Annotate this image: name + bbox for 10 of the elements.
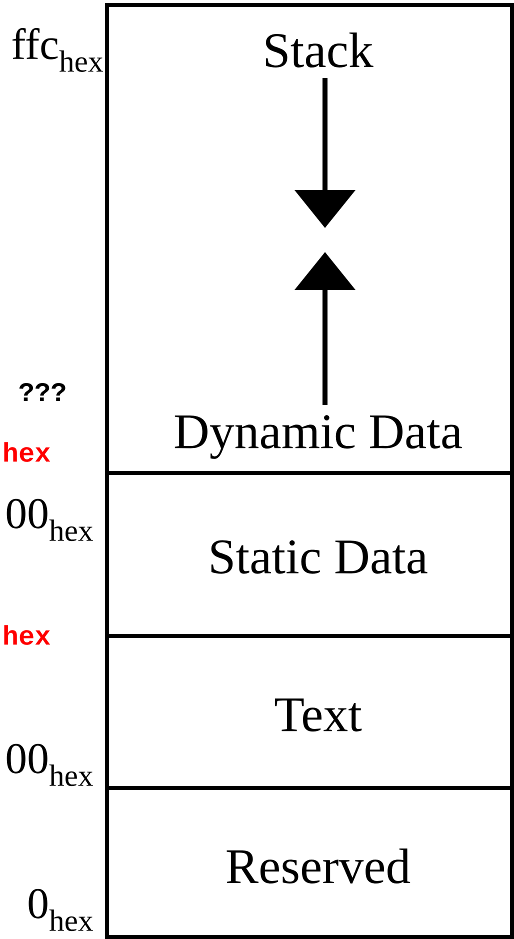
- address-label: 0$_{hex}$: [28, 888, 93, 932]
- address-note: hex: [4, 442, 50, 462]
- memory-region-box: Static Data: [105, 471, 514, 638]
- address-label: 00$_{hex}$: [6, 744, 93, 786]
- memory-region-box: Text: [105, 634, 514, 790]
- address-note: hex: [4, 625, 50, 645]
- address-label: 00$_{hex}$: [6, 498, 93, 542]
- address-note: ???: [19, 383, 66, 401]
- memory-region-box: Reserved: [105, 786, 514, 939]
- memory-region-box: Stack Dynamic Data: [105, 3, 514, 475]
